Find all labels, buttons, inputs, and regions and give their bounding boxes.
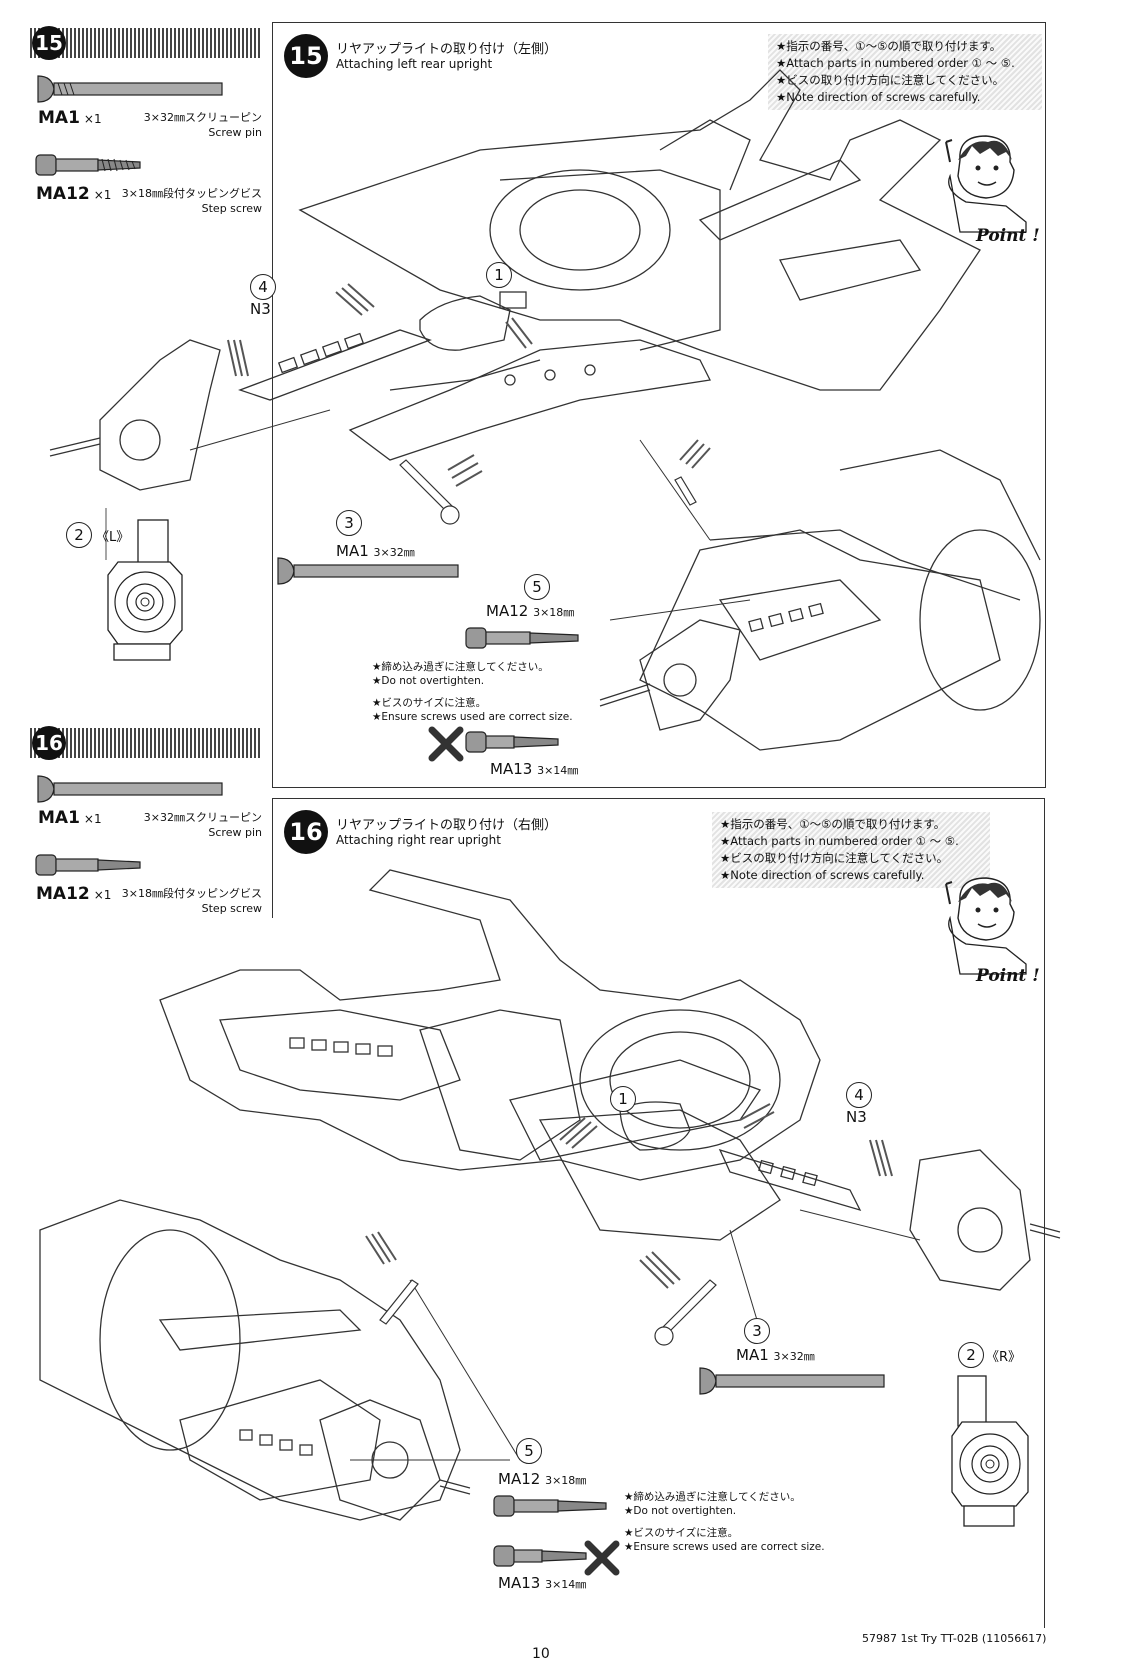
step-15-panel — [272, 22, 1046, 788]
step-16-panel-right-edge — [1044, 798, 1045, 1628]
product-code: 57987 1st Try TT-02B (11056617) — [862, 1632, 1047, 1645]
step-15-number: 15 — [32, 26, 66, 60]
upright-side-view-right — [951, 1375, 1029, 1527]
step-16-title-jp: リヤアップライトの取り付け（右側） — [336, 818, 558, 833]
step-16-chassis-illustration — [39, 869, 1061, 1521]
step15-cautions: ★締め込み過ぎに注意してください。 ★Do not overtighten. ★… — [372, 661, 573, 723]
step-15-title-jp: リヤアップライトの取り付け（左側） — [336, 42, 558, 57]
step-15-point-label: Point ! — [976, 226, 1040, 246]
step-16-panel — [272, 798, 1044, 799]
step-screw-ma12-illustration-16 — [35, 854, 141, 876]
ma13-callout-15 — [465, 731, 559, 753]
step-15-chassis-illustration — [49, 69, 1041, 751]
step16-label-5: 5 — [516, 1438, 542, 1464]
step15-ma12-label: MA12 3×18㎜ — [486, 602, 575, 620]
step16-ma13-label: MA13 3×14㎜ — [498, 1574, 587, 1592]
ma13-callout-16 — [493, 1545, 587, 1567]
step-15-point-notes: ★指示の番号、①～⑤の順で取り付けます。 ★Attach parts in nu… — [768, 34, 1042, 110]
step16-label-1: 1 — [610, 1086, 636, 1112]
step15-side-label: 《L》 — [96, 530, 130, 545]
step16-n3-label: N3 — [846, 1108, 867, 1126]
step15-label-3: 3 — [336, 510, 362, 536]
point-mascot-icon-16 — [945, 877, 1027, 975]
step15-n3-label: N3 — [250, 300, 271, 318]
ma1-part-code-15: MA1×1 — [38, 108, 102, 128]
step15-label-2: 2 — [66, 522, 92, 548]
step16-label-4: 4 — [846, 1082, 872, 1108]
step-screw-ma12-illustration — [35, 154, 141, 176]
step16-label-2: 2 — [958, 1342, 984, 1368]
step-16-point-label: Point ! — [976, 966, 1040, 986]
step-15-header-bar — [30, 28, 262, 58]
step-16-panel-left-edge — [272, 798, 273, 918]
step15-ma13-label: MA13 3×14㎜ — [490, 760, 579, 778]
step-16-number: 16 — [32, 726, 66, 760]
step16-cautions: ★締め込み過ぎに注意してください。 ★Do not overtighten. ★… — [624, 1491, 825, 1553]
screw-pin-ma1-illustration — [37, 75, 223, 103]
ma1-screw-pin-callout-16 — [699, 1367, 885, 1395]
step16-ma1-label: MA1 3×32㎜ — [736, 1346, 815, 1364]
step15-label-1: 1 — [486, 262, 512, 288]
step-15-title-en: Attaching left rear upright — [336, 57, 493, 71]
screw-pin-ma1-illustration-16 — [37, 775, 223, 803]
upright-side-view-left — [105, 508, 183, 661]
ma12-part-code-15: MA12×1 — [36, 184, 112, 204]
step-16-title-number: 16 — [284, 810, 328, 854]
step15-ma1-label: MA1 3×32㎜ — [336, 542, 415, 560]
step-16-header-bar — [30, 728, 262, 758]
step-15-title-number: 15 — [284, 34, 328, 78]
ma1-part-code-16: MA1×1 — [38, 808, 102, 828]
ma12-callout-15 — [465, 627, 579, 649]
wrong-screw-cross-icon-15 — [428, 726, 464, 762]
step16-ma12-label: MA12 3×18㎜ — [498, 1470, 587, 1488]
step16-side-label: 《R》 — [986, 1350, 1022, 1365]
page-number: 10 — [532, 1646, 550, 1662]
ma12-callout-16 — [493, 1495, 607, 1517]
step-16-title-en: Attaching right rear upright — [336, 833, 501, 847]
step-16-point-notes: ★指示の番号、①～⑤の順で取り付けます。 ★Attach parts in nu… — [712, 812, 990, 888]
point-mascot-icon — [945, 135, 1027, 233]
wrong-screw-cross-icon-16 — [584, 1540, 620, 1576]
ma12-part-code-16: MA12×1 — [36, 884, 112, 904]
step16-label-3: 3 — [744, 1318, 770, 1344]
step15-label-4: 4 — [250, 274, 276, 300]
step15-label-5: 5 — [524, 574, 550, 600]
ma1-screw-pin-callout-15 — [277, 557, 459, 585]
